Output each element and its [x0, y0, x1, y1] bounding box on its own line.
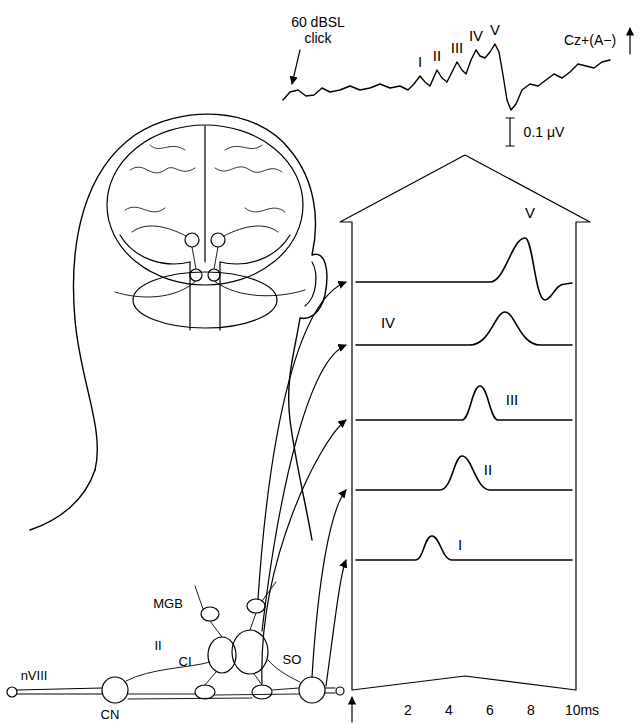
cochlea	[7, 687, 17, 697]
nucleus	[208, 269, 220, 281]
nucleus	[185, 233, 199, 247]
cochlear-nucleus	[299, 677, 325, 703]
cerebellum	[133, 272, 277, 328]
wave-label: V	[490, 21, 500, 38]
wave-label: V	[525, 204, 535, 221]
cochlear-nucleus	[102, 677, 128, 703]
wave-trace	[356, 386, 572, 420]
wave-label: II	[433, 47, 441, 64]
structure-label: CN	[101, 708, 120, 723]
wave-trace	[356, 536, 572, 560]
structure-label: nVIII	[21, 669, 48, 684]
superior-olive	[252, 685, 272, 699]
stimulus-label: 60 dBSL click	[286, 14, 350, 46]
auditory-nerve	[17, 688, 102, 694]
auditory-nerve	[325, 688, 335, 693]
brain-fissure	[204, 126, 205, 262]
electrode-label: Cz+(A−)	[564, 32, 616, 48]
axis-tick: 10ms	[565, 702, 599, 718]
shoulder-outline	[30, 470, 95, 530]
wave-label: IV	[469, 27, 483, 44]
nucleus	[190, 269, 202, 281]
wave-label: I	[458, 536, 462, 553]
wave-label: III	[451, 39, 464, 56]
structure-label: II	[154, 639, 161, 654]
axis-tick: 8	[527, 702, 535, 718]
generator-arrow	[258, 282, 346, 599]
lateral-lemniscus	[126, 582, 300, 685]
head-outline	[73, 114, 326, 540]
structure-label: SO	[283, 653, 302, 668]
abr-trace	[283, 44, 610, 110]
brain-gyri	[125, 145, 285, 212]
cochlea	[336, 687, 344, 695]
wave-trace	[356, 456, 572, 490]
stimulus-arrow	[292, 50, 300, 84]
inferior-colliculus	[232, 630, 268, 674]
nucleus	[211, 233, 225, 247]
trapezoid-body	[128, 688, 299, 699]
structure-label: CI	[179, 655, 192, 670]
polarity-arrow	[629, 28, 630, 54]
geniculate-body	[201, 607, 219, 621]
wave-label: IV	[381, 314, 395, 331]
wave-trace	[356, 312, 572, 345]
arrow-frame	[340, 155, 590, 690]
wave-trace	[356, 238, 572, 300]
wave-label: I	[418, 53, 422, 70]
axis-tick: 4	[445, 702, 453, 718]
temporal-lobe	[120, 235, 290, 264]
wave-label: III	[506, 391, 519, 408]
generator-arrow	[326, 560, 346, 686]
time-origin-arrow	[351, 697, 352, 722]
auditory-pathway	[115, 226, 305, 297]
ear	[305, 262, 316, 306]
brain	[107, 125, 303, 285]
scale-label: 0.1 μV	[524, 124, 565, 140]
generator-arrow	[262, 420, 346, 684]
superior-olive	[195, 685, 215, 699]
generator-arrow	[262, 345, 346, 631]
structure-label: MGB	[153, 597, 183, 612]
wave-label: II	[484, 461, 492, 478]
axis-tick: 6	[486, 702, 494, 718]
axis-tick: 2	[404, 702, 412, 718]
scale-bar	[506, 118, 514, 146]
brainstem	[190, 262, 220, 330]
